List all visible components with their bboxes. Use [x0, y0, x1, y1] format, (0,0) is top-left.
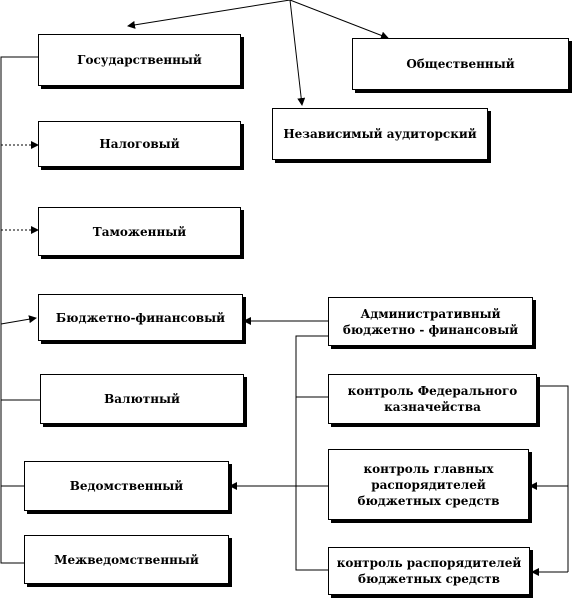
- box-main-managers: контроль главных распорядителей бюджетны…: [328, 449, 529, 520]
- box-currency: Валютный: [40, 374, 244, 424]
- box-managers: контроль распорядителей бюджетных средст…: [328, 547, 530, 595]
- arrow-top-to-state: [127, 0, 291, 29]
- admin-bus: [295, 335, 328, 571]
- box-audit: Независимый аудиторский: [272, 108, 488, 160]
- box-state: Государственный: [38, 34, 241, 86]
- box-departmental: Ведомственный: [24, 461, 229, 511]
- box-budget: Бюджетно-финансовый: [38, 294, 243, 341]
- treasury-loop: [538, 385, 569, 572]
- box-interdepartmental: Межведомственный: [24, 535, 229, 584]
- box-customs: Таможенный: [38, 207, 241, 256]
- box-admin: Административный бюджетно - финансовый: [328, 297, 533, 346]
- arrow-top-to-public: [289, 0, 389, 40]
- left-spine: [0, 56, 38, 564]
- spine-to-budget: [0, 315, 37, 325]
- box-treasury: контроль Федерального казначейства: [328, 374, 537, 424]
- box-tax: Налоговый: [38, 121, 241, 167]
- arrow-top-to-audit: [289, 0, 306, 106]
- box-public: Общественный: [352, 38, 569, 90]
